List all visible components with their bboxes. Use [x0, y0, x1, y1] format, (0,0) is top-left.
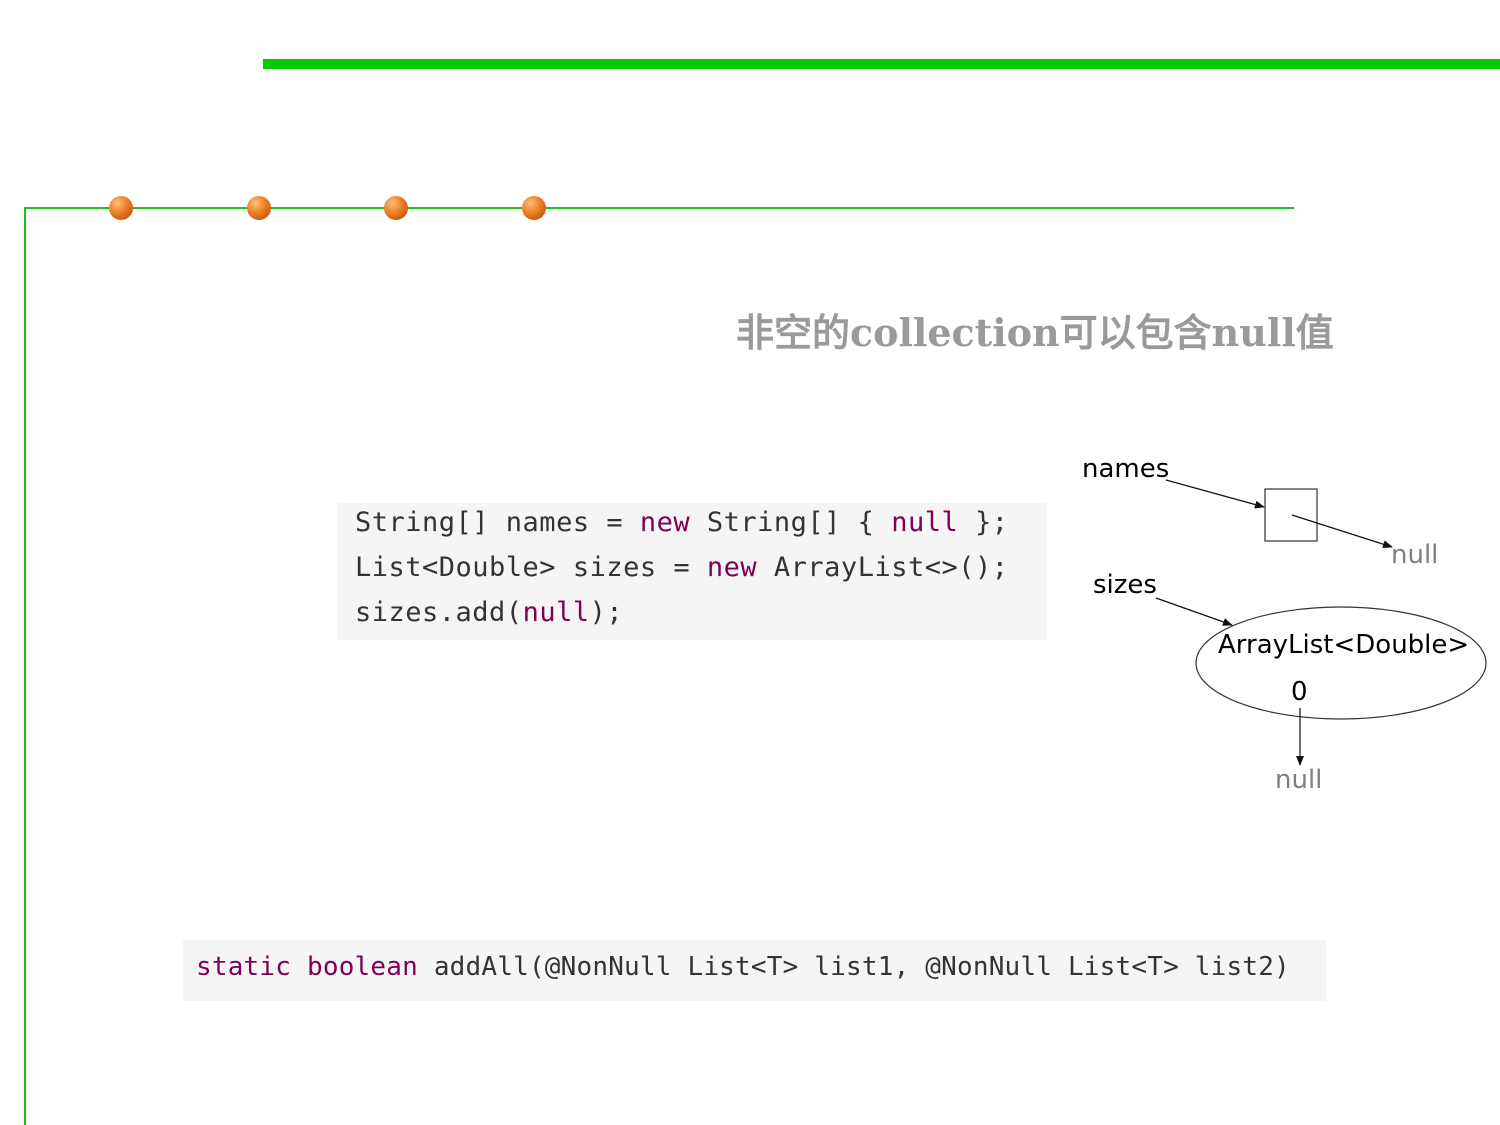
top-accent-bar	[263, 59, 1500, 69]
array-null-label: null	[1391, 540, 1438, 570]
code-keyword: new	[639, 507, 691, 538]
code-keyword: null	[891, 507, 959, 538]
sizes-label: sizes	[1093, 570, 1157, 600]
left-rule	[24, 207, 26, 1125]
list-null-label: null	[1275, 765, 1322, 795]
array-cell-box	[1264, 488, 1318, 542]
code-keyword: null	[522, 597, 590, 628]
code-line: List<Double> sizes = new ArrayList<>();	[355, 552, 1009, 583]
code-keyword: static	[196, 952, 292, 982]
code-block-declarations: String[] names = new String[] { null }; …	[337, 503, 1047, 640]
code-block-signature: static boolean addAll(@NonNull List<T> l…	[183, 940, 1326, 1001]
names-arrow	[1165, 479, 1265, 509]
code-text: addAll(@NonNull List<T> list1, @NonNull …	[417, 952, 1290, 982]
header-rule	[24, 207, 1294, 209]
array-null-arrow	[1291, 514, 1393, 549]
code-line: sizes.add(null);	[355, 597, 623, 628]
bullet-dot-2	[247, 196, 271, 220]
code-line: static boolean addAll(@NonNull List<T> l…	[196, 952, 1290, 982]
names-label: names	[1082, 454, 1169, 484]
arraylist-ellipse	[1195, 606, 1487, 720]
index-label: 0	[1291, 677, 1308, 707]
slide-title: 非空的collection可以包含null值	[736, 310, 1334, 355]
sizes-arrow	[1155, 597, 1233, 626]
code-text: );	[589, 597, 624, 628]
memory-diagram: names null sizes ArrayList<Double> 0 nul…	[1082, 454, 1487, 795]
code-text: List<Double> sizes =	[355, 552, 707, 583]
code-keyword: new	[706, 552, 758, 583]
code-text: };	[958, 507, 1009, 538]
code-text	[291, 952, 307, 982]
code-text: ArrayList<>();	[757, 552, 1009, 583]
bullet-dot-1	[109, 196, 133, 220]
arraylist-label: ArrayList<Double>	[1218, 630, 1469, 660]
code-text: String[] {	[690, 507, 892, 538]
code-keyword: boolean	[306, 952, 418, 982]
bullet-dot-3	[384, 196, 408, 220]
code-text: sizes.add(	[355, 597, 523, 628]
code-text: String[] names =	[355, 507, 640, 538]
code-line: String[] names = new String[] { null };	[355, 507, 1009, 538]
bullet-dot-4	[522, 196, 546, 220]
